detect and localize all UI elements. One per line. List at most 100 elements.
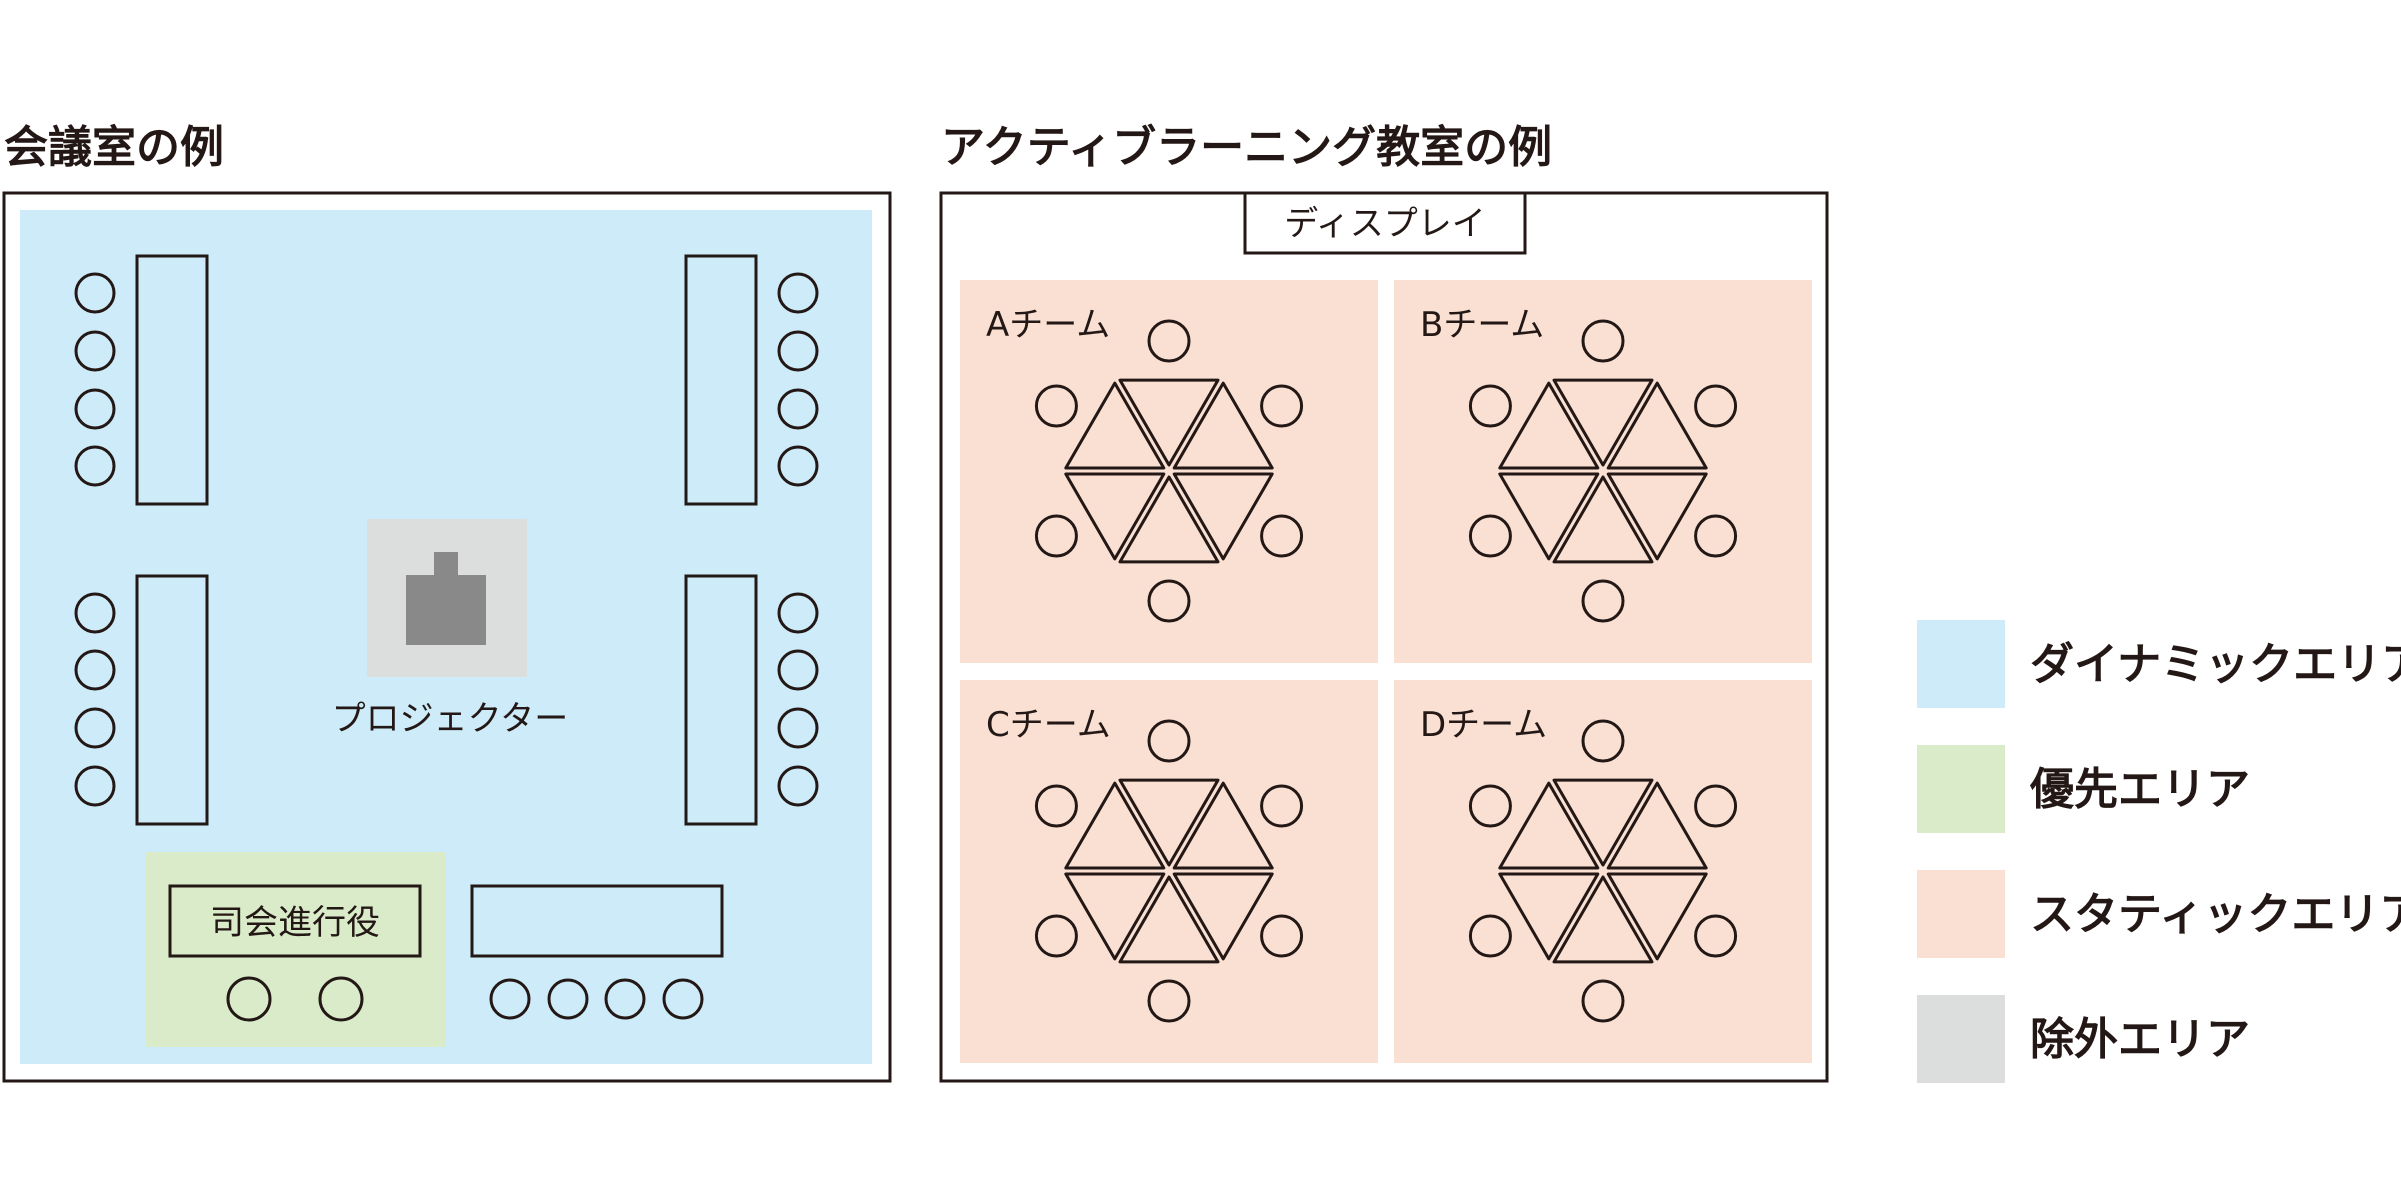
- seat: [489, 978, 531, 1020]
- team-seat: [1581, 579, 1625, 623]
- seat: [662, 978, 704, 1020]
- team-label-c: Cチーム: [986, 705, 1111, 745]
- seat: [777, 272, 819, 314]
- legend-label-static: スタティックエリア: [2030, 889, 2401, 940]
- team-seat: [1694, 784, 1738, 828]
- meeting-table: [684, 254, 758, 506]
- display-box: [1243, 191, 1527, 255]
- seat-group-right-lower: [777, 592, 819, 807]
- team-seat: [1581, 979, 1625, 1023]
- team-table-segment: [1552, 378, 1654, 467]
- legend-label-excluded: 除外エリア: [2030, 1014, 2250, 1065]
- team-label-a: Aチーム: [986, 305, 1110, 345]
- team-table-segment: [1498, 381, 1600, 470]
- team-seat: [1260, 784, 1304, 828]
- team-table-segment: [1552, 875, 1654, 964]
- team-table-segment: [1606, 872, 1708, 961]
- team-seat: [1260, 514, 1304, 558]
- team-table-segment: [1172, 472, 1274, 561]
- team-seat: [1694, 384, 1738, 428]
- facilitator-seat: [318, 976, 364, 1022]
- team-table-segment: [1118, 378, 1220, 467]
- seat: [74, 445, 116, 487]
- legend-label-priority: 優先エリア: [2029, 764, 2250, 815]
- seat: [547, 978, 589, 1020]
- team-seat: [1468, 384, 1512, 428]
- team-zone-b: [1394, 280, 1812, 663]
- seat-group-left-upper: [74, 272, 116, 487]
- seat-group-bottom: [489, 978, 704, 1020]
- seat-group-right-upper: [777, 272, 819, 487]
- team-seat: [1260, 384, 1304, 428]
- projector-label: プロジェクター: [332, 699, 569, 739]
- team-seat: [1147, 719, 1191, 763]
- team-table-segment: [1064, 472, 1166, 561]
- team-table-segment: [1498, 872, 1600, 961]
- team-table-segment: [1118, 475, 1220, 564]
- projector-icon: [406, 552, 486, 645]
- classroom-title: アクティブラーニング教室の例: [941, 122, 1552, 173]
- seat: [604, 978, 646, 1020]
- seat: [777, 765, 819, 807]
- team-seat: [1468, 514, 1512, 558]
- team-seat: [1260, 914, 1304, 958]
- seat: [74, 592, 116, 634]
- legend-swatch-dynamic: [1917, 620, 2005, 708]
- seat: [777, 388, 819, 430]
- legend-swatch-excluded: [1917, 995, 2005, 1083]
- team-seat: [1694, 914, 1738, 958]
- team-table-segment: [1606, 781, 1708, 870]
- legend: ダイナミックエリア 優先エリア スタティックエリア 除外エリア: [1917, 620, 2401, 1083]
- meeting-table: [135, 574, 209, 826]
- facilitator-box: [168, 884, 422, 958]
- team-table-b: [1468, 319, 1738, 623]
- seat: [777, 330, 819, 372]
- team-zone-c: [960, 680, 1378, 1063]
- meeting-table: [135, 254, 209, 506]
- seat: [74, 765, 116, 807]
- team-table-segment: [1118, 875, 1220, 964]
- team-table-segment: [1118, 778, 1220, 867]
- team-table-d: [1468, 719, 1738, 1023]
- team-table-segment: [1064, 381, 1166, 470]
- team-seat: [1694, 514, 1738, 558]
- legend-swatch-static: [1917, 870, 2005, 958]
- seat: [777, 649, 819, 691]
- team-seat: [1147, 319, 1191, 363]
- seat-group-left-lower: [74, 592, 116, 807]
- seat: [74, 388, 116, 430]
- seat: [777, 707, 819, 749]
- meeting-table-bottom: [470, 884, 724, 958]
- team-seat: [1147, 579, 1191, 623]
- seat: [777, 445, 819, 487]
- team-table-segment: [1064, 872, 1166, 961]
- team-label-b: Bチーム: [1420, 305, 1544, 345]
- legend-label-dynamic: ダイナミックエリア: [2030, 639, 2401, 690]
- team-table-a: [1034, 319, 1304, 623]
- seat: [74, 330, 116, 372]
- team-seat: [1468, 784, 1512, 828]
- team-table-segment: [1172, 381, 1274, 470]
- team-table-segment: [1064, 781, 1166, 870]
- team-zone-a: [960, 280, 1378, 663]
- seat: [74, 272, 116, 314]
- team-seat: [1034, 784, 1078, 828]
- team-table-c: [1034, 719, 1304, 1023]
- team-table-segment: [1606, 472, 1708, 561]
- meeting-table: [684, 574, 758, 826]
- priority-area: [146, 852, 446, 1047]
- seat: [74, 707, 116, 749]
- team-seat: [1581, 319, 1625, 363]
- display-label: ディスプレイ: [1284, 204, 1486, 244]
- team-seat: [1034, 914, 1078, 958]
- facilitator-label: 司会進行役: [210, 903, 380, 943]
- seat: [74, 649, 116, 691]
- team-table-segment: [1172, 872, 1274, 961]
- seat: [777, 592, 819, 634]
- team-table-segment: [1552, 778, 1654, 867]
- team-seat: [1147, 979, 1191, 1023]
- team-table-segment: [1498, 781, 1600, 870]
- team-label-d: Dチーム: [1420, 705, 1547, 745]
- team-seat: [1034, 514, 1078, 558]
